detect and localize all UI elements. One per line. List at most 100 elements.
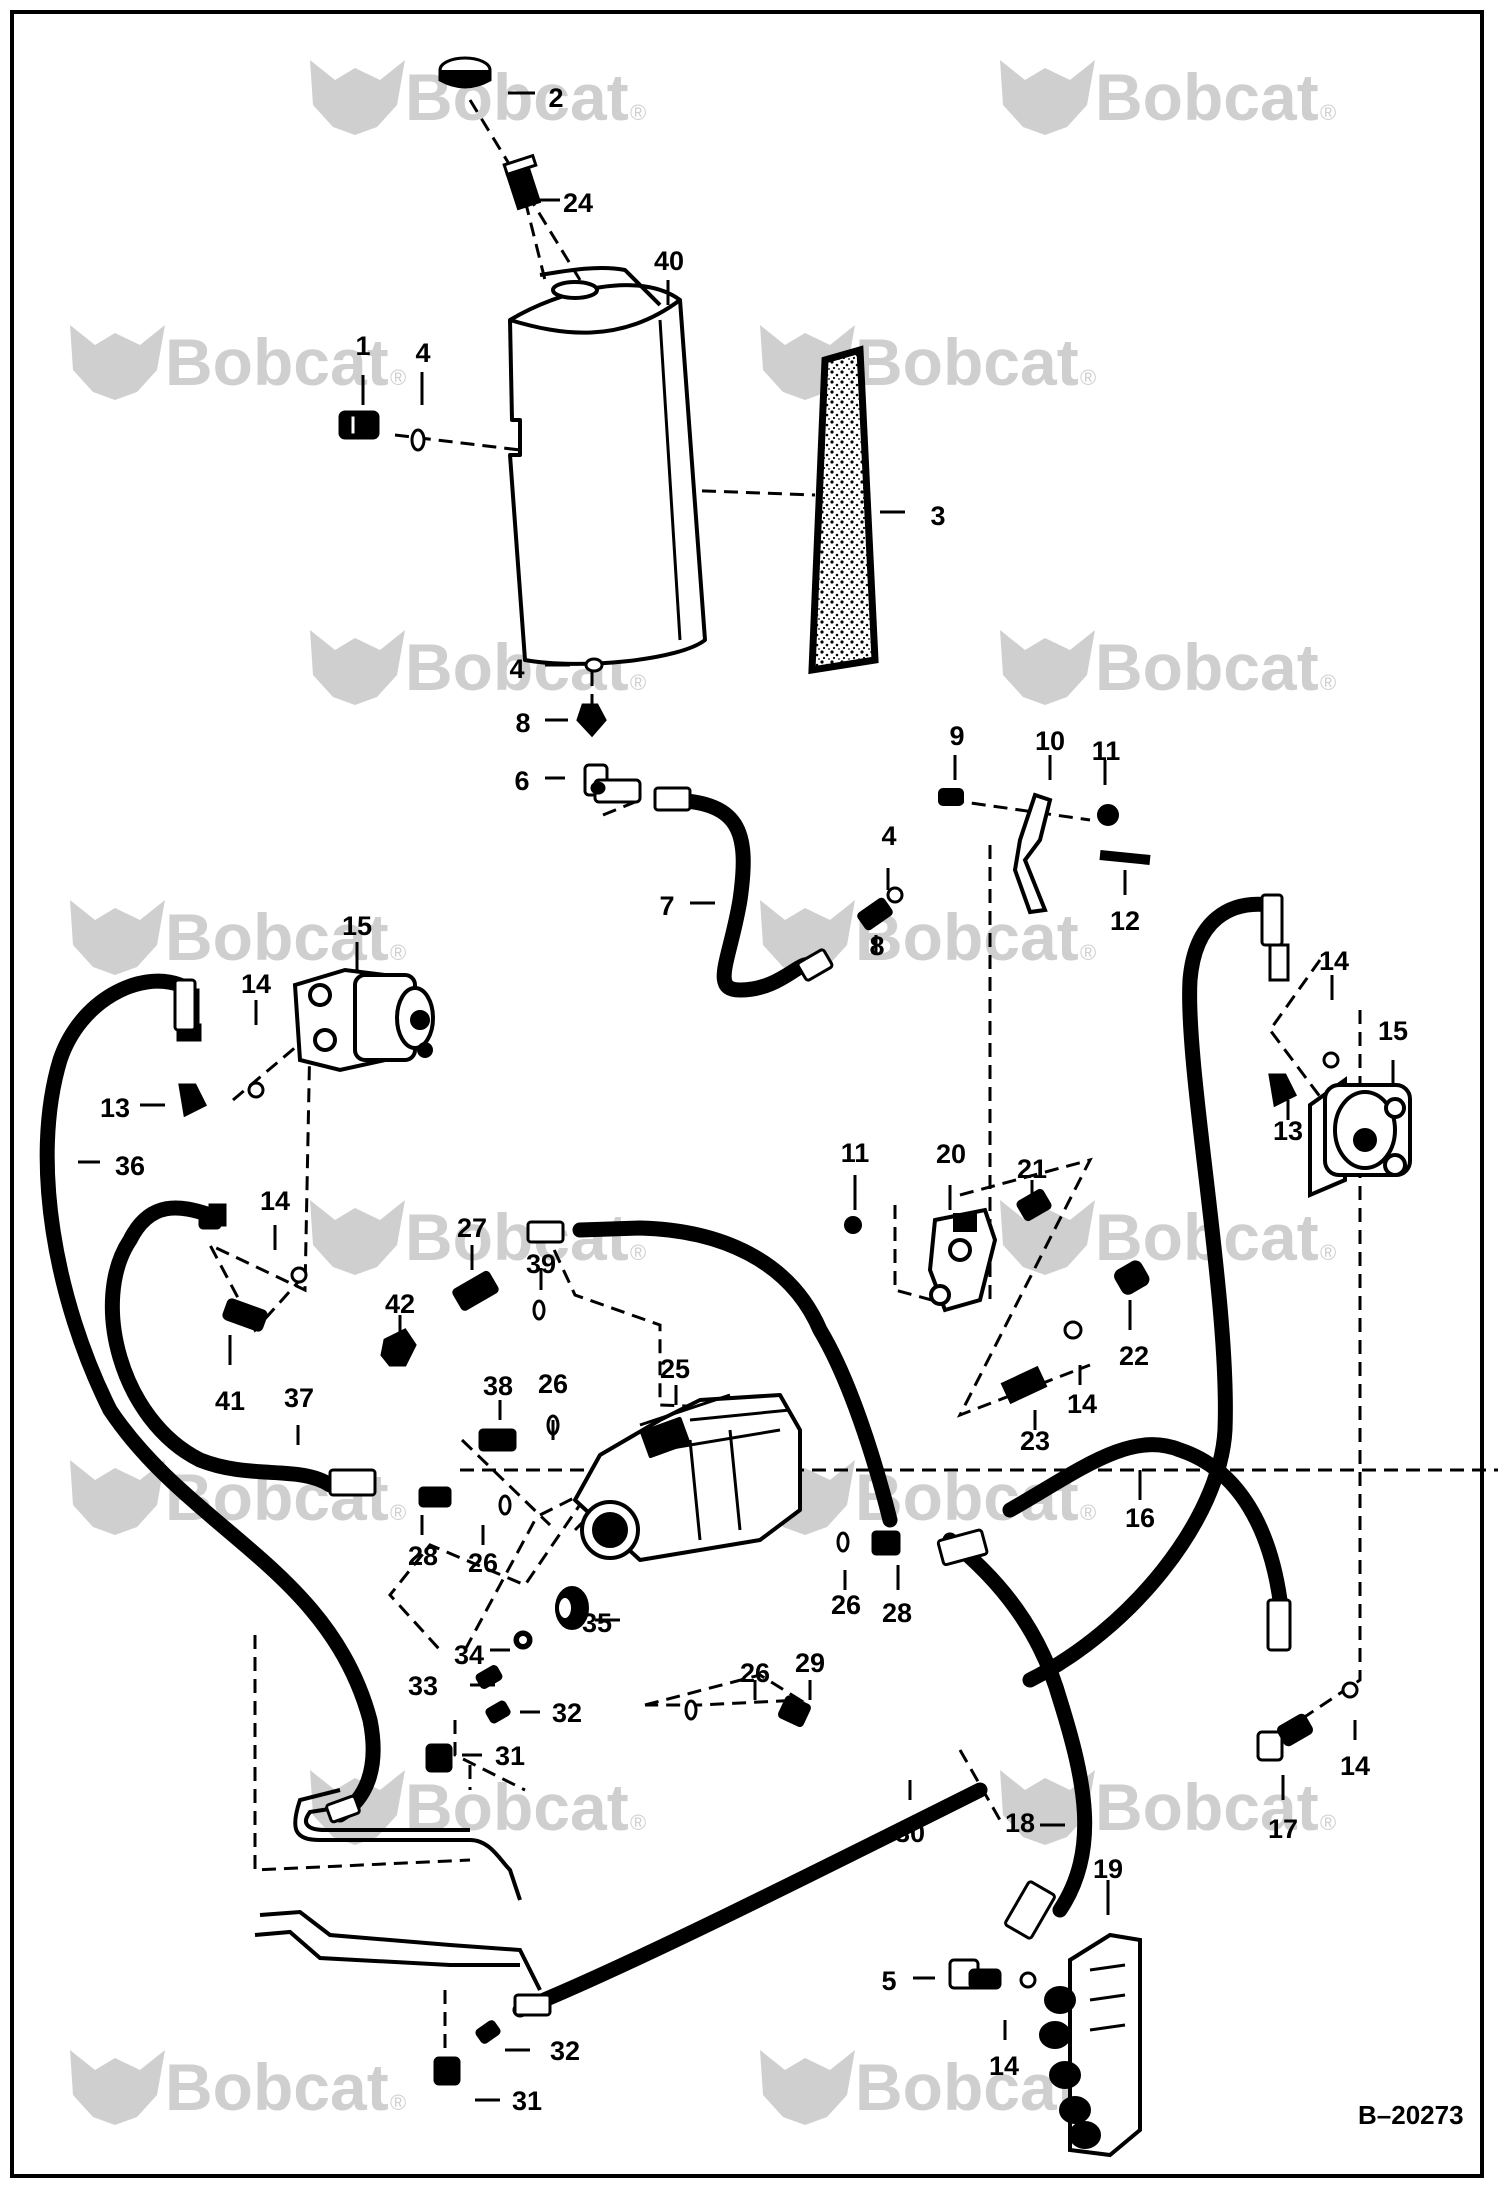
coupler-35 [555, 1586, 589, 1630]
hydrostatic-pump-25 [573, 1393, 802, 1562]
callout-number: 31 [495, 1741, 525, 1771]
watermark-registered-mark: ® [1320, 1810, 1336, 1835]
fitting-1 [338, 410, 380, 440]
callout-number: 34 [454, 1640, 484, 1670]
hose-36 [39, 973, 381, 1823]
gear-pump-15-right [1308, 1076, 1412, 1199]
o-rings [247, 428, 1359, 1989]
callout-number: 27 [457, 1213, 487, 1243]
control-valve-19 [1039, 1932, 1142, 2158]
tube-assembly-upper [293, 1788, 522, 1901]
plug-21 [1016, 1188, 1052, 1222]
callout-number: 11 [1092, 736, 1121, 766]
callout-number: 25 [660, 1354, 690, 1384]
parts-group [173, 56, 1412, 2158]
callout-number: 26 [740, 1658, 770, 1688]
watermark-registered-mark: ® [630, 1810, 646, 1835]
callout-number: 21 [1017, 1154, 1047, 1184]
callout-number: 14 [1319, 946, 1349, 976]
callout-number: 22 [1119, 1341, 1149, 1371]
watermark: Bobcat® [70, 900, 406, 975]
callout-number: 15 [1378, 1016, 1408, 1046]
callout-number: 8 [869, 931, 884, 961]
fitting-28-left [418, 1486, 452, 1508]
watermark-registered-mark: ® [630, 100, 646, 125]
screw-32-upper [485, 1700, 511, 1724]
callout-number: 28 [882, 1598, 912, 1628]
fitting-28-right [871, 1530, 901, 1556]
leader-lines [78, 91, 1395, 2102]
callout-number: 14 [1067, 1389, 1097, 1419]
bobcat-logo-icon [70, 1460, 165, 1535]
watermark-text: Bobcat [165, 900, 389, 974]
watermark: Bobcat® [1000, 60, 1336, 135]
diagram-frame [10, 10, 1484, 2178]
callout-number: 11 [841, 1138, 870, 1168]
watermark-text: Bobcat [1095, 1770, 1319, 1844]
filler-cap [438, 56, 492, 89]
callout-number: 9 [949, 721, 964, 751]
callout-number: 16 [1125, 1503, 1155, 1533]
fitting-38 [478, 1428, 517, 1452]
screw-33 [475, 1665, 503, 1689]
watermark-registered-mark: ® [390, 1500, 406, 1525]
callout-number: 35 [582, 1608, 612, 1638]
callout-number: 31 [512, 2086, 542, 2116]
callout-number: 38 [483, 1371, 513, 1401]
watermark-registered-mark: ® [1080, 365, 1096, 390]
callout-number: 13 [100, 1093, 130, 1123]
watermark-registered-mark: ® [390, 2090, 406, 2115]
callout-number: 14 [989, 2051, 1019, 2081]
bobcat-logo-icon [1000, 1200, 1095, 1275]
watermark-text: Bobcat [165, 2050, 389, 2124]
bobcat-logo-icon [70, 2050, 165, 2125]
callout-number: 39 [526, 1249, 556, 1279]
watermark-registered-mark: ® [1320, 670, 1336, 695]
callout-number: 7 [659, 891, 674, 921]
callout-number: 12 [1110, 906, 1140, 936]
hose-right-return [1022, 896, 1278, 1688]
watermark-text: Bobcat [855, 2050, 1079, 2124]
strainer [502, 153, 542, 211]
hose-30 [512, 1782, 988, 2018]
callout-number: 6 [514, 766, 529, 796]
callout-number: 1 [355, 331, 370, 361]
hose-16 [1002, 1437, 1288, 1608]
nut-31-lower [433, 2056, 461, 2086]
watermark-text: Bobcat [1095, 60, 1319, 134]
watermark-registered-mark: ® [390, 940, 406, 965]
fitting-29 [777, 1695, 811, 1727]
callout-number: 33 [408, 1671, 438, 1701]
callout-number: 32 [552, 1698, 582, 1728]
hose-7-end-fittings [653, 786, 834, 982]
callout-number: 24 [563, 188, 593, 218]
fitting-17 [1256, 1713, 1314, 1762]
gear-pump-15-left [292, 967, 435, 1073]
bobcat-logo-icon [760, 2050, 855, 2125]
callout-number: 13 [1273, 1116, 1303, 1146]
callout-number: 18 [1005, 1808, 1035, 1838]
spring-23 [1000, 1365, 1048, 1405]
hose-25-supply [572, 1220, 898, 1528]
callout-number: 29 [795, 1648, 825, 1678]
nut-31-upper [425, 1743, 453, 1773]
watermark-registered-mark: ® [390, 365, 406, 390]
tube-assembly-lower [254, 1909, 542, 1991]
callout-number: 40 [654, 246, 684, 276]
watermark-text: Bobcat [1095, 630, 1319, 704]
hose-7 [657, 792, 818, 998]
hose-37 [104, 1200, 338, 1493]
callout-number: 4 [881, 821, 896, 851]
callout-number: 20 [936, 1139, 966, 1169]
callout-number: 14 [241, 969, 271, 999]
callout-number: 4 [509, 654, 524, 684]
callout-number: 26 [538, 1369, 568, 1399]
bobcat-logo-icon [1000, 630, 1095, 705]
fitting-5 [948, 1958, 1002, 1990]
callout-number: 28 [408, 1541, 438, 1571]
callout-number: 23 [1020, 1426, 1050, 1456]
callout-number: 3 [930, 501, 945, 531]
watermark-text: Bobcat [165, 325, 389, 399]
